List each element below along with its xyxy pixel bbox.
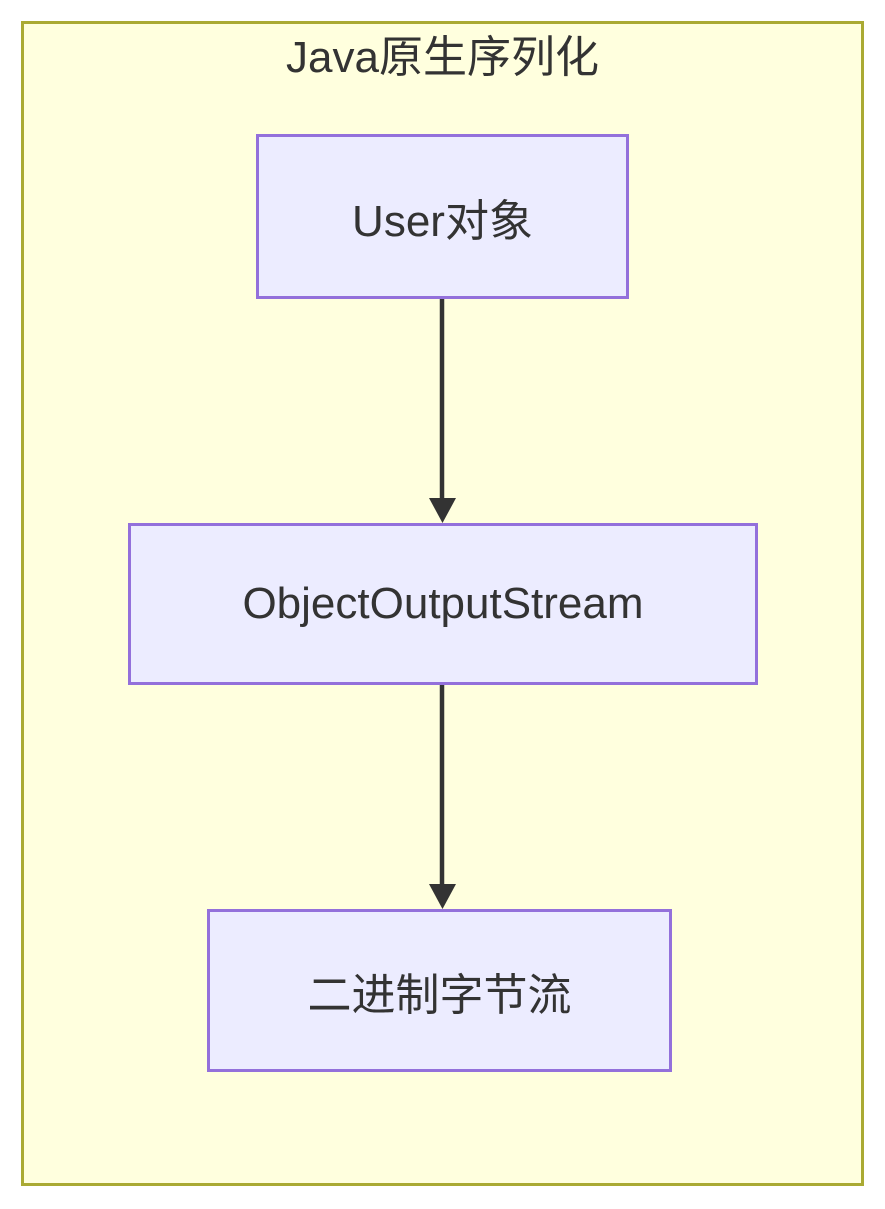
node-label: User对象 [352,196,533,246]
node-binary-byte-stream: 二进制字节流 [207,909,672,1072]
node-user-object: User对象 [256,134,629,299]
node-label: 二进制字节流 [307,970,572,1020]
diagram-title: Java原生序列化 [286,33,599,82]
node-object-output-stream: ObjectOutputStream [128,523,758,685]
node-label: ObjectOutputStream [242,579,644,628]
